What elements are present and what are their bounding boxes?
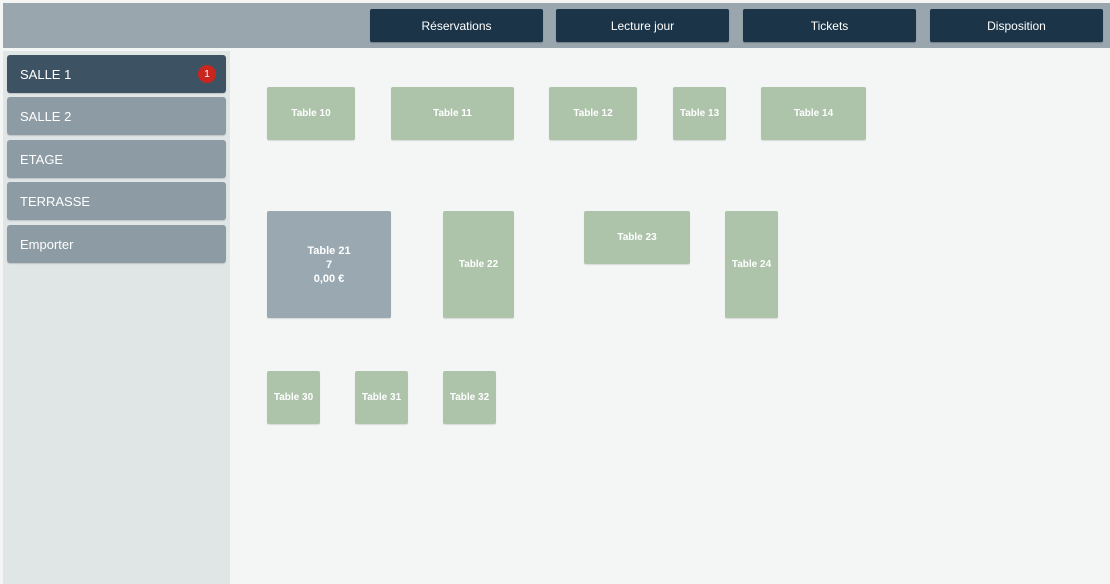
table-31[interactable]: Table 31 bbox=[355, 371, 408, 424]
table-24[interactable]: Table 24 bbox=[725, 211, 778, 318]
room-label: SALLE 2 bbox=[20, 108, 72, 124]
disposition-button[interactable]: Disposition bbox=[930, 9, 1103, 42]
table-label: Table 22 bbox=[458, 258, 499, 270]
table-32[interactable]: Table 32 bbox=[443, 371, 496, 424]
table-label: Table 23 bbox=[617, 231, 657, 243]
table-23[interactable]: Table 23 bbox=[584, 211, 690, 264]
room-label: TERRASSE bbox=[20, 193, 91, 209]
table-14[interactable]: Table 14 bbox=[761, 87, 866, 140]
room-emporter[interactable]: Emporter bbox=[7, 225, 226, 263]
table-amount: 0,00 € bbox=[313, 272, 345, 285]
notification-badge: 1 bbox=[198, 65, 216, 83]
top-toolbar: Réservations Lecture jour Tickets Dispos… bbox=[3, 3, 1110, 48]
table-13[interactable]: Table 13 bbox=[673, 87, 726, 140]
table-guest-count: 7 bbox=[325, 258, 333, 271]
table-label: Table 24 bbox=[731, 258, 772, 270]
room-salle-2[interactable]: SALLE 2 bbox=[7, 97, 226, 135]
table-label: Table 12 bbox=[573, 107, 613, 119]
table-11[interactable]: Table 11 bbox=[391, 87, 514, 140]
table-label: Table 14 bbox=[793, 107, 834, 119]
room-etage[interactable]: ETAGE bbox=[7, 140, 226, 178]
tickets-button[interactable]: Tickets bbox=[743, 9, 916, 42]
table-label: Table 10 bbox=[291, 107, 331, 119]
lecture-jour-button[interactable]: Lecture jour bbox=[556, 9, 729, 42]
room-label: Emporter bbox=[20, 236, 74, 252]
table-label: Table 13 bbox=[679, 107, 720, 119]
table-21[interactable]: Table 21 7 0,00 € bbox=[267, 211, 391, 318]
floor-plan: Table 10 Table 11 Table 12 Table 13 Tabl… bbox=[230, 48, 1110, 584]
room-terrasse[interactable]: TERRASSE bbox=[7, 182, 226, 220]
table-label: Table 11 bbox=[433, 107, 472, 119]
room-label: SALLE 1 bbox=[20, 66, 72, 82]
table-10[interactable]: Table 10 bbox=[267, 87, 355, 140]
table-label: Table 32 bbox=[449, 391, 490, 403]
table-22[interactable]: Table 22 bbox=[443, 211, 514, 318]
reservations-button[interactable]: Réservations bbox=[370, 9, 543, 42]
room-label: ETAGE bbox=[20, 151, 64, 167]
table-label: Table 31 bbox=[361, 391, 402, 403]
room-salle-1[interactable]: SALLE 1 1 bbox=[7, 55, 226, 93]
table-label: Table 30 bbox=[273, 391, 314, 403]
table-label: Table 21 bbox=[307, 244, 351, 257]
room-sidebar: SALLE 1 1 SALLE 2 ETAGE TERRASSE Emporte… bbox=[3, 51, 230, 584]
table-12[interactable]: Table 12 bbox=[549, 87, 637, 140]
table-30[interactable]: Table 30 bbox=[267, 371, 320, 424]
